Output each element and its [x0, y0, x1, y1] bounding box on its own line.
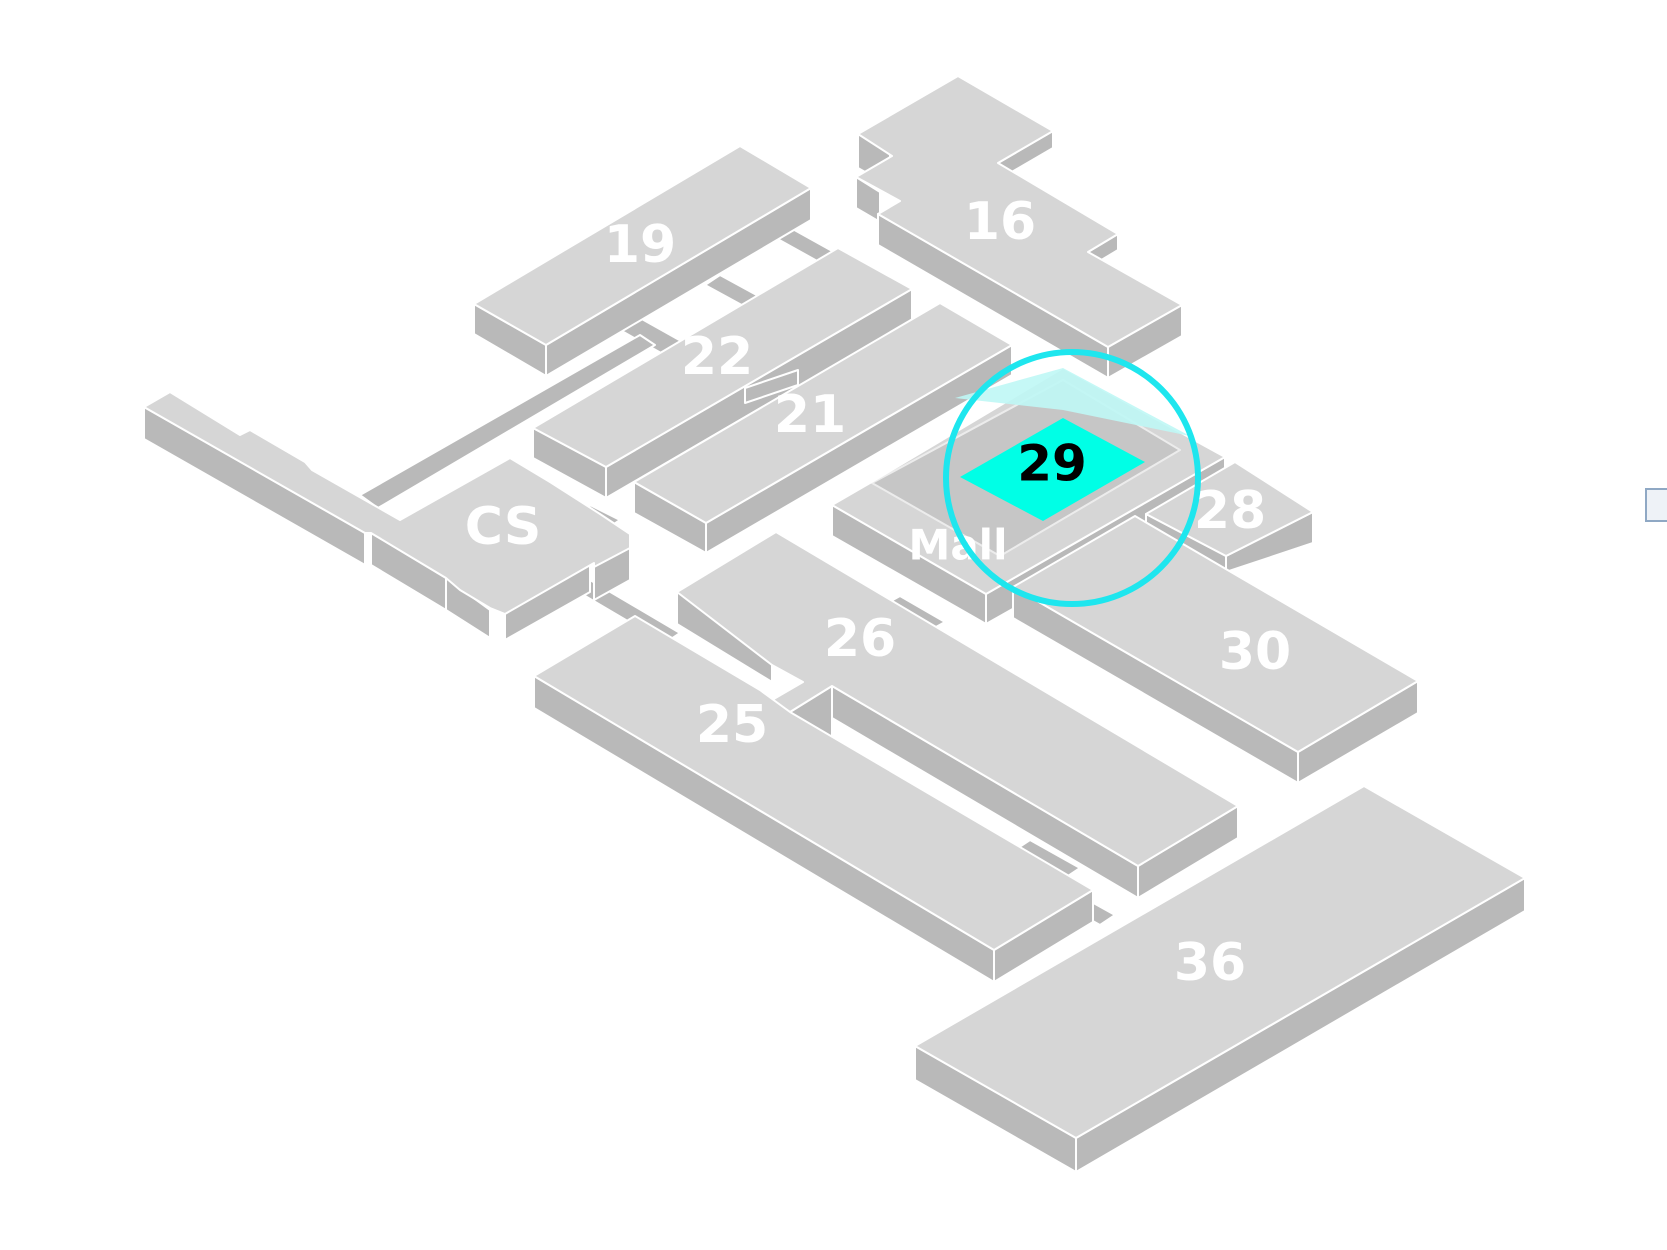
building-29-highlight-shade	[955, 368, 1190, 436]
selection-ring	[943, 349, 1201, 607]
building-cs[interactable]: CS	[143, 391, 631, 641]
side-panel-toggle[interactable]	[1645, 488, 1667, 522]
building-29-highlight[interactable]	[960, 418, 1145, 521]
building-16[interactable]: 16	[855, 75, 1183, 379]
building-36[interactable]: 36	[914, 785, 1526, 1173]
